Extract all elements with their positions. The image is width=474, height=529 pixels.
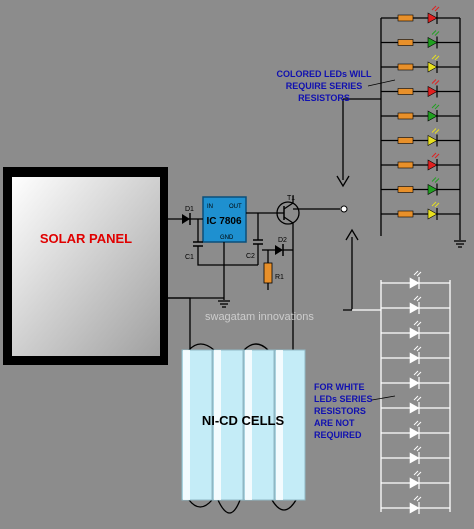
white-led-icon xyxy=(409,277,420,289)
led-icon xyxy=(427,36,438,49)
white-led-stage xyxy=(381,345,450,364)
series-resistor xyxy=(397,161,414,169)
note-colored-line-3: RESISTORS xyxy=(298,93,350,103)
white-led-icon xyxy=(409,327,420,339)
pin-gnd-label: GND xyxy=(220,235,234,241)
series-resistor xyxy=(397,39,414,46)
white-led-icon xyxy=(409,302,420,314)
d2-label: D2 xyxy=(278,237,287,244)
colored-led-stage xyxy=(381,5,460,24)
white-led-icon xyxy=(409,427,420,439)
c2-label: C2 xyxy=(246,253,255,260)
white-led-icon xyxy=(409,377,420,389)
led-icon xyxy=(427,85,438,98)
note-colored-line-2: REQUIRE SERIES xyxy=(286,81,363,91)
series-resistor xyxy=(397,112,414,120)
series-resistor xyxy=(397,63,414,71)
capacitor-c1: C1 xyxy=(185,241,203,261)
white-led-stage xyxy=(381,320,450,339)
white-led-icon xyxy=(409,502,420,514)
series-resistor xyxy=(397,186,414,193)
regulator-ic: IN OUT IC 7806 GND xyxy=(202,196,247,243)
note-white-line-5: REQUIRED xyxy=(314,430,362,440)
led-icon xyxy=(427,110,438,122)
r1-label: R1 xyxy=(275,274,284,281)
pin-in-label: IN xyxy=(207,204,213,210)
diode-d2: D2 xyxy=(275,237,287,256)
ground-symbol xyxy=(218,300,230,308)
solar-panel-label: SOLAR PANEL xyxy=(40,231,132,246)
resistor-r1: R1 xyxy=(263,262,284,284)
led-icon xyxy=(427,134,438,147)
t1-label: T1 xyxy=(287,195,295,202)
solar-panel: SOLAR PANEL xyxy=(3,167,168,365)
changeover-switch xyxy=(336,99,359,311)
led-icon xyxy=(427,159,438,171)
white-led-stage xyxy=(381,370,450,389)
led-icon xyxy=(427,183,438,196)
white-led-array xyxy=(380,270,451,514)
nicd-cell-pack: NI-CD CELLS xyxy=(168,297,306,514)
note-white-line-4: ARE NOT xyxy=(314,418,355,428)
colored-led-stage xyxy=(381,177,460,196)
colored-led-stage xyxy=(381,128,460,147)
series-resistor xyxy=(397,88,414,95)
note-colored: COLORED LEDs WILL REQUIRE SERIES RESISTO… xyxy=(277,69,372,103)
white-led-stage xyxy=(381,420,450,439)
colored-led-stage xyxy=(381,201,460,220)
d1-label: D1 xyxy=(185,206,194,213)
colored-led-stage xyxy=(381,103,460,122)
white-led-icon xyxy=(409,402,420,414)
series-resistor xyxy=(397,137,414,144)
note-white-line-1: FOR WHITE xyxy=(314,382,365,392)
transistor-t1: T1 xyxy=(276,195,300,225)
series-resistor xyxy=(397,14,414,22)
colored-led-stage xyxy=(381,79,460,98)
white-led-icon xyxy=(409,352,420,364)
cells-label: NI-CD CELLS xyxy=(202,413,285,428)
colored-led-stage xyxy=(381,30,460,49)
led-icon xyxy=(427,61,438,73)
white-led-icon xyxy=(409,477,420,489)
pin-out-label: OUT xyxy=(229,204,242,210)
white-led-stage xyxy=(381,270,450,289)
colored-led-array xyxy=(380,5,466,248)
led-icon xyxy=(427,208,438,220)
colored-led-stage xyxy=(381,54,460,73)
c1-label: C1 xyxy=(185,254,194,261)
white-led-stage xyxy=(381,295,450,314)
led-icon xyxy=(427,12,438,24)
white-led-icon xyxy=(409,452,420,464)
white-led-stage xyxy=(381,495,450,514)
white-led-stage xyxy=(381,470,450,489)
colored-led-stage xyxy=(381,152,460,171)
note-white: FOR WHITE LEDs SERIES RESISTORS ARE NOT … xyxy=(314,382,373,440)
note-white-line-3: RESISTORS xyxy=(314,406,366,416)
diode-d1: D1 xyxy=(182,206,194,225)
ground-symbol-colored xyxy=(454,240,466,248)
note-colored-line-1: COLORED LEDs WILL xyxy=(277,69,372,79)
white-led-stage xyxy=(381,445,450,464)
watermark: swagatam innovations xyxy=(205,311,314,323)
capacitor-c2: C2 xyxy=(246,239,263,260)
series-resistor xyxy=(397,210,414,218)
regulator-label: IC 7806 xyxy=(206,216,241,227)
white-led-stage xyxy=(381,395,450,414)
note-white-line-2: LEDs SERIES xyxy=(314,394,373,404)
